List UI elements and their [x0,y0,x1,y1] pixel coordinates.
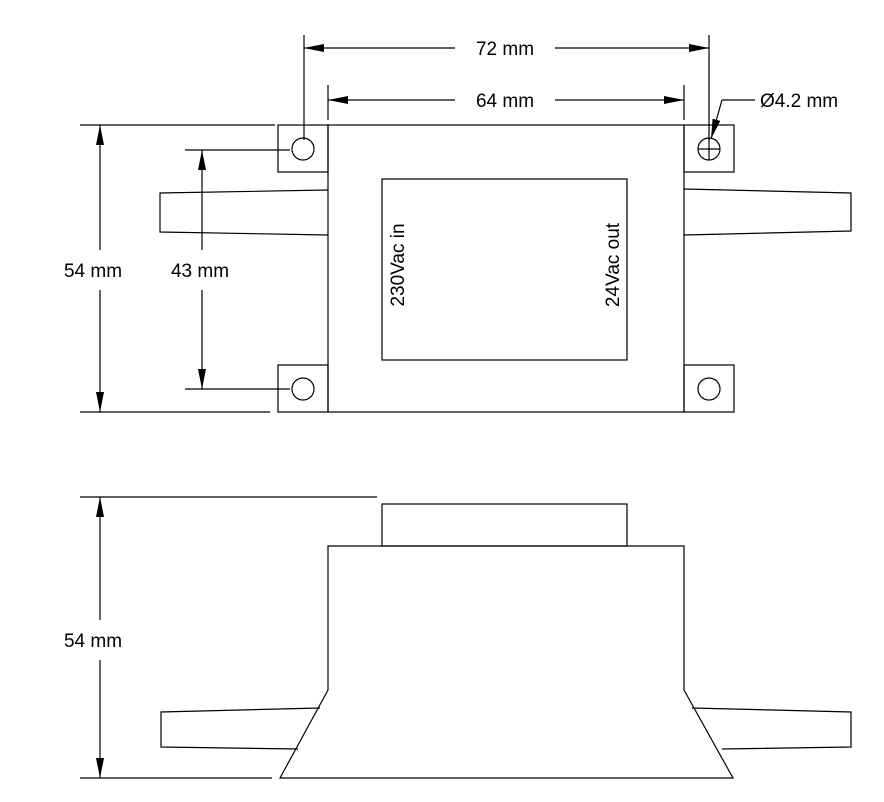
coil-window [381,178,628,361]
top-view: 230Vac in 24Vac out 72 mm 64 mm Ø4.2 mm … [64,35,852,413]
leader-arrow [710,99,723,140]
mounting-hole [291,137,315,161]
hole-crosshair-icon [698,138,720,160]
mounting-tab-bottom-right [683,364,735,413]
mounting-hole [291,377,315,401]
extension-lines [80,496,377,779]
dimension-64: 64 mm [476,91,534,112]
input-label: 230Vac in [388,223,409,306]
terminal-right [691,707,852,750]
dimension-43: 43 mm [171,261,229,282]
coil-top [381,503,628,547]
terminal-left [159,189,329,236]
transformer-body [327,124,685,413]
terminal-right [683,188,852,236]
dimension-54-side: 54 mm [64,631,122,652]
terminal-left [160,707,321,750]
mounting-tab-top-left [277,124,329,173]
extension-lines [303,35,710,140]
dimension-hole: Ø4.2 mm [760,91,838,112]
side-view: 54 mm [64,496,852,779]
extension-lines [80,124,275,413]
mounting-hole [697,377,721,401]
dimension-54-top: 54 mm [64,261,122,282]
output-label: 24Vac out [603,222,624,307]
dimension-72: 72 mm [476,39,534,60]
transformer-body-side [278,545,735,779]
